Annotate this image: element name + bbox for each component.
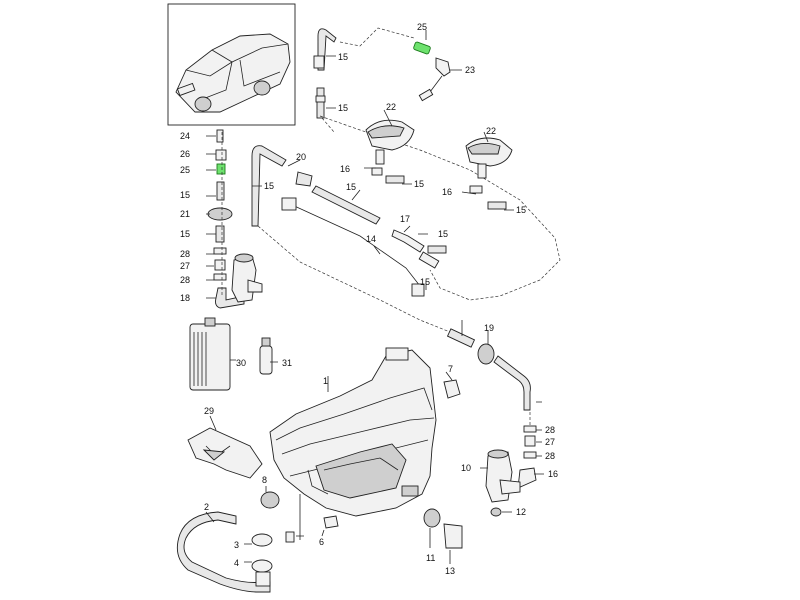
left-stack-parts <box>207 129 245 309</box>
callout-17: 17 <box>400 214 410 224</box>
callout-25-a: 25 <box>417 22 427 32</box>
nozzle-left <box>365 119 415 184</box>
upper-hose-group <box>313 27 451 133</box>
leader-lines <box>205 30 544 564</box>
callout-16-c: 16 <box>548 469 558 479</box>
connector-25b-highlight <box>216 163 226 175</box>
callout-23: 23 <box>465 65 475 75</box>
callout-15-d: 15 <box>180 229 190 239</box>
callout-15-h: 15 <box>516 205 526 215</box>
callout-14: 14 <box>366 234 376 244</box>
nozzle-right <box>465 137 513 210</box>
callout-labels: 1 2 3 4 6 7 8 10 11 12 13 14 15 15 15 15… <box>180 22 558 576</box>
callout-10: 10 <box>461 463 471 473</box>
callout-27-a: 27 <box>180 261 190 271</box>
callout-21: 21 <box>180 209 190 219</box>
callout-15-e: 15 <box>264 181 274 191</box>
callout-30: 30 <box>236 358 246 368</box>
callout-8: 8 <box>262 475 267 485</box>
callout-28-c: 28 <box>545 425 555 435</box>
callout-16-b: 16 <box>442 187 452 197</box>
callout-15-b: 15 <box>338 103 348 113</box>
reservoir-tank <box>269 347 461 517</box>
callout-26: 26 <box>180 149 190 159</box>
bracket-29 <box>187 427 263 479</box>
vehicle-thumbnail <box>167 3 296 126</box>
callout-29: 29 <box>204 406 214 416</box>
callout-2: 2 <box>204 502 209 512</box>
connector-17-group <box>391 229 447 269</box>
callout-22-b: 22 <box>486 126 496 136</box>
callout-16-a: 16 <box>340 164 350 174</box>
callout-13: 13 <box>445 566 455 576</box>
callout-3: 3 <box>234 540 239 550</box>
callout-15-i: 15 <box>438 229 448 239</box>
upper-routing <box>251 115 561 341</box>
callout-15-a: 15 <box>338 52 348 62</box>
callout-12: 12 <box>516 507 526 517</box>
fluid-bottle-group <box>189 317 273 391</box>
callout-27-b: 27 <box>545 437 555 447</box>
callout-11: 11 <box>426 553 435 563</box>
callout-24: 24 <box>180 131 190 141</box>
lower-parts <box>176 491 463 593</box>
callout-28-b: 28 <box>180 275 190 285</box>
callout-15-g: 15 <box>414 179 424 189</box>
callout-18: 18 <box>180 293 190 303</box>
callout-19: 19 <box>484 323 494 333</box>
callout-22-a: 22 <box>386 102 396 112</box>
callout-7: 7 <box>448 364 453 374</box>
pump-upper <box>231 253 263 303</box>
callout-15-c: 15 <box>180 190 190 200</box>
right-hose-group <box>446 328 537 517</box>
connector-25-highlight <box>413 41 431 55</box>
callout-15-f: 15 <box>346 182 356 192</box>
callout-20: 20 <box>296 152 306 162</box>
callout-15-j: 15 <box>420 277 430 287</box>
callout-28-d: 28 <box>545 451 555 461</box>
callout-31: 31 <box>282 358 292 368</box>
callout-4: 4 <box>234 558 239 568</box>
callout-28-a: 28 <box>180 249 190 259</box>
callout-6: 6 <box>319 537 324 547</box>
callout-25-b: 25 <box>180 165 190 175</box>
callout-1: 1 <box>323 376 328 386</box>
